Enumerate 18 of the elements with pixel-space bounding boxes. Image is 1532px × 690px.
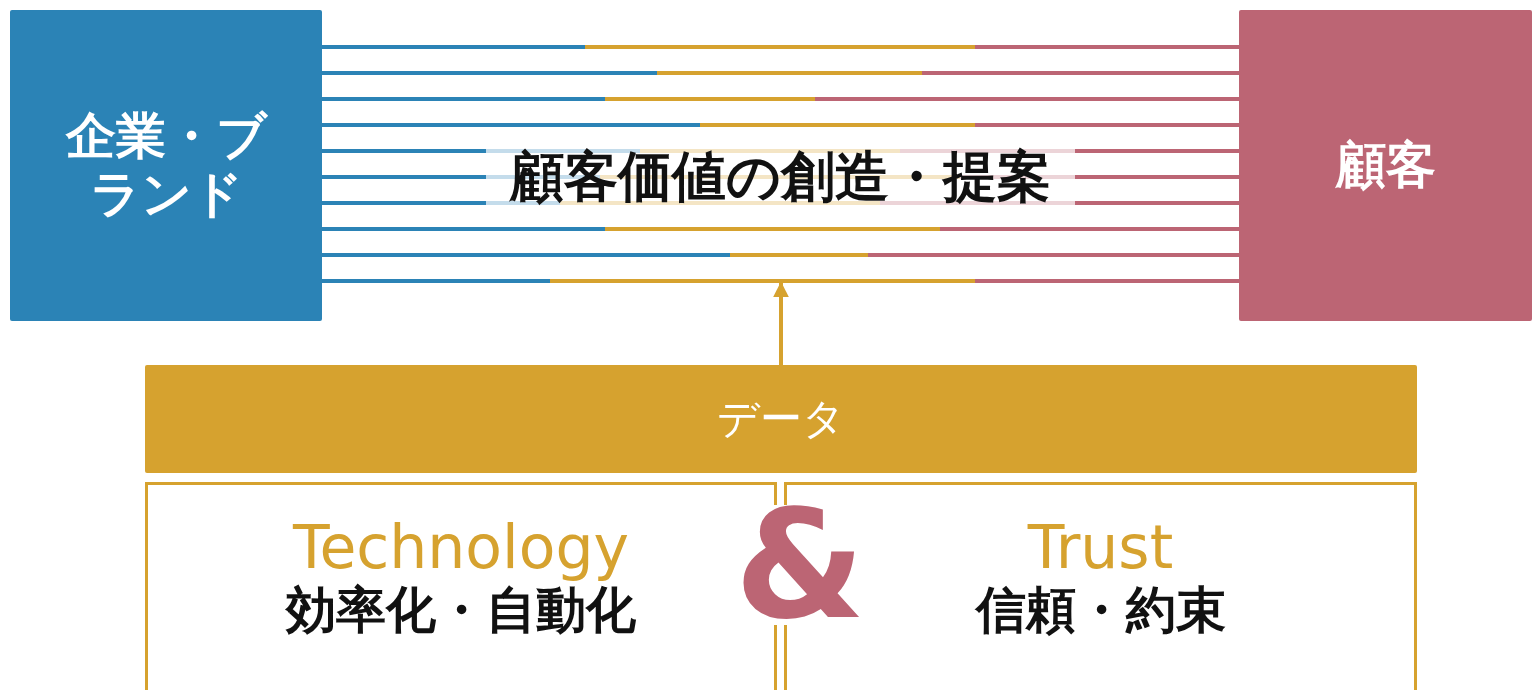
- box-label: 顧客: [1335, 136, 1436, 195]
- process-box: [10, 10, 322, 321]
- bar-label: データ: [717, 394, 845, 444]
- connector-line: [322, 97, 1239, 101]
- connector-line: [322, 123, 1239, 127]
- process-box: [1239, 10, 1532, 321]
- title-text: Trust: [1027, 513, 1174, 582]
- connector-line: [322, 279, 1239, 283]
- connector-line: [322, 45, 1239, 49]
- subtitle-text: 効率化・自動化: [286, 582, 636, 640]
- box-label: 企業・ブランド: [64, 108, 269, 223]
- title-text: Technology: [292, 513, 630, 582]
- arrow: [773, 281, 789, 365]
- data-bar: [145, 365, 1417, 473]
- connector-line: [322, 253, 1239, 257]
- subtitle-text: 信頼・約束: [975, 582, 1226, 640]
- connector-line: [322, 227, 1239, 231]
- connector-line: [322, 71, 1239, 75]
